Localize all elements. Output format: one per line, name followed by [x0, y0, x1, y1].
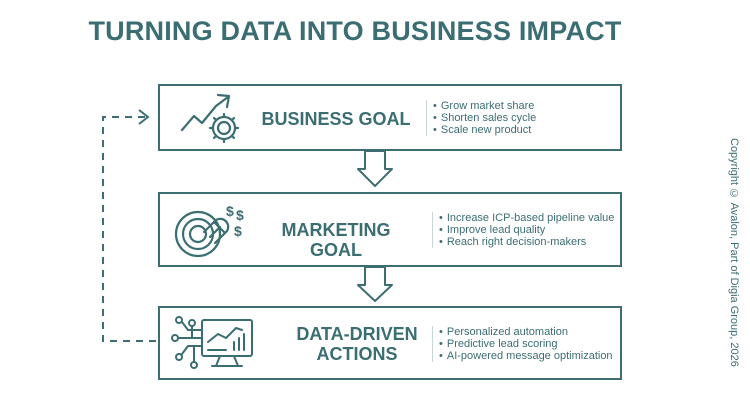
list-item: Scale new product — [433, 124, 536, 136]
list-item: Reach right decision-makers — [439, 236, 614, 248]
growth-gear-icon — [180, 93, 240, 144]
analytics-monitor-icon — [171, 316, 253, 369]
list-item: Predictive lead scoring — [439, 338, 613, 350]
marketing-goal-title: MARKETING GOAL — [281, 220, 391, 260]
business-goal-title: BUSINESS GOAL — [261, 109, 411, 129]
marketing-goal-box: $ $ $ MARKETING GOAL Increase ICP-based … — [158, 192, 622, 267]
data-driven-actions-title-line2: ACTIONS — [316, 344, 398, 364]
down-arrow-2 — [357, 266, 393, 302]
copyright-notice: Copyright © Avalon, Part of Digia Group,… — [728, 138, 740, 367]
data-driven-actions-title: DATA-DRIVEN ACTIONS — [296, 324, 418, 364]
list-item: Personalized automation — [439, 326, 613, 338]
svg-text:$: $ — [226, 203, 234, 219]
feedback-loop-line — [102, 116, 156, 342]
list-item: Improve lead quality — [439, 224, 614, 236]
data-driven-actions-box: DATA-DRIVEN ACTIONS Personalized automat… — [158, 306, 622, 380]
svg-text:$: $ — [236, 207, 244, 223]
business-goal-bullets: Grow market share Shorten sales cycle Sc… — [426, 100, 536, 136]
list-item: AI-powered message optimization — [439, 350, 613, 362]
target-magnet-icon: $ $ $ — [174, 203, 244, 258]
marketing-goal-bullets: Increase ICP-based pipeline value Improv… — [432, 212, 614, 248]
data-driven-actions-bullets: Personalized automation Predictive lead … — [432, 326, 613, 362]
list-item: Shorten sales cycle — [433, 112, 536, 124]
diagram-title: TURNING DATA INTO BUSINESS IMPACT — [88, 16, 622, 46]
svg-text:$: $ — [234, 223, 242, 239]
data-driven-actions-title-line1: DATA-DRIVEN — [296, 324, 418, 344]
feedback-loop-arrowhead — [138, 109, 150, 125]
list-item: Grow market share — [433, 100, 536, 112]
business-goal-box: BUSINESS GOAL Grow market share Shorten … — [158, 84, 622, 151]
down-arrow-1 — [357, 150, 393, 187]
list-item: Increase ICP-based pipeline value — [439, 212, 615, 224]
